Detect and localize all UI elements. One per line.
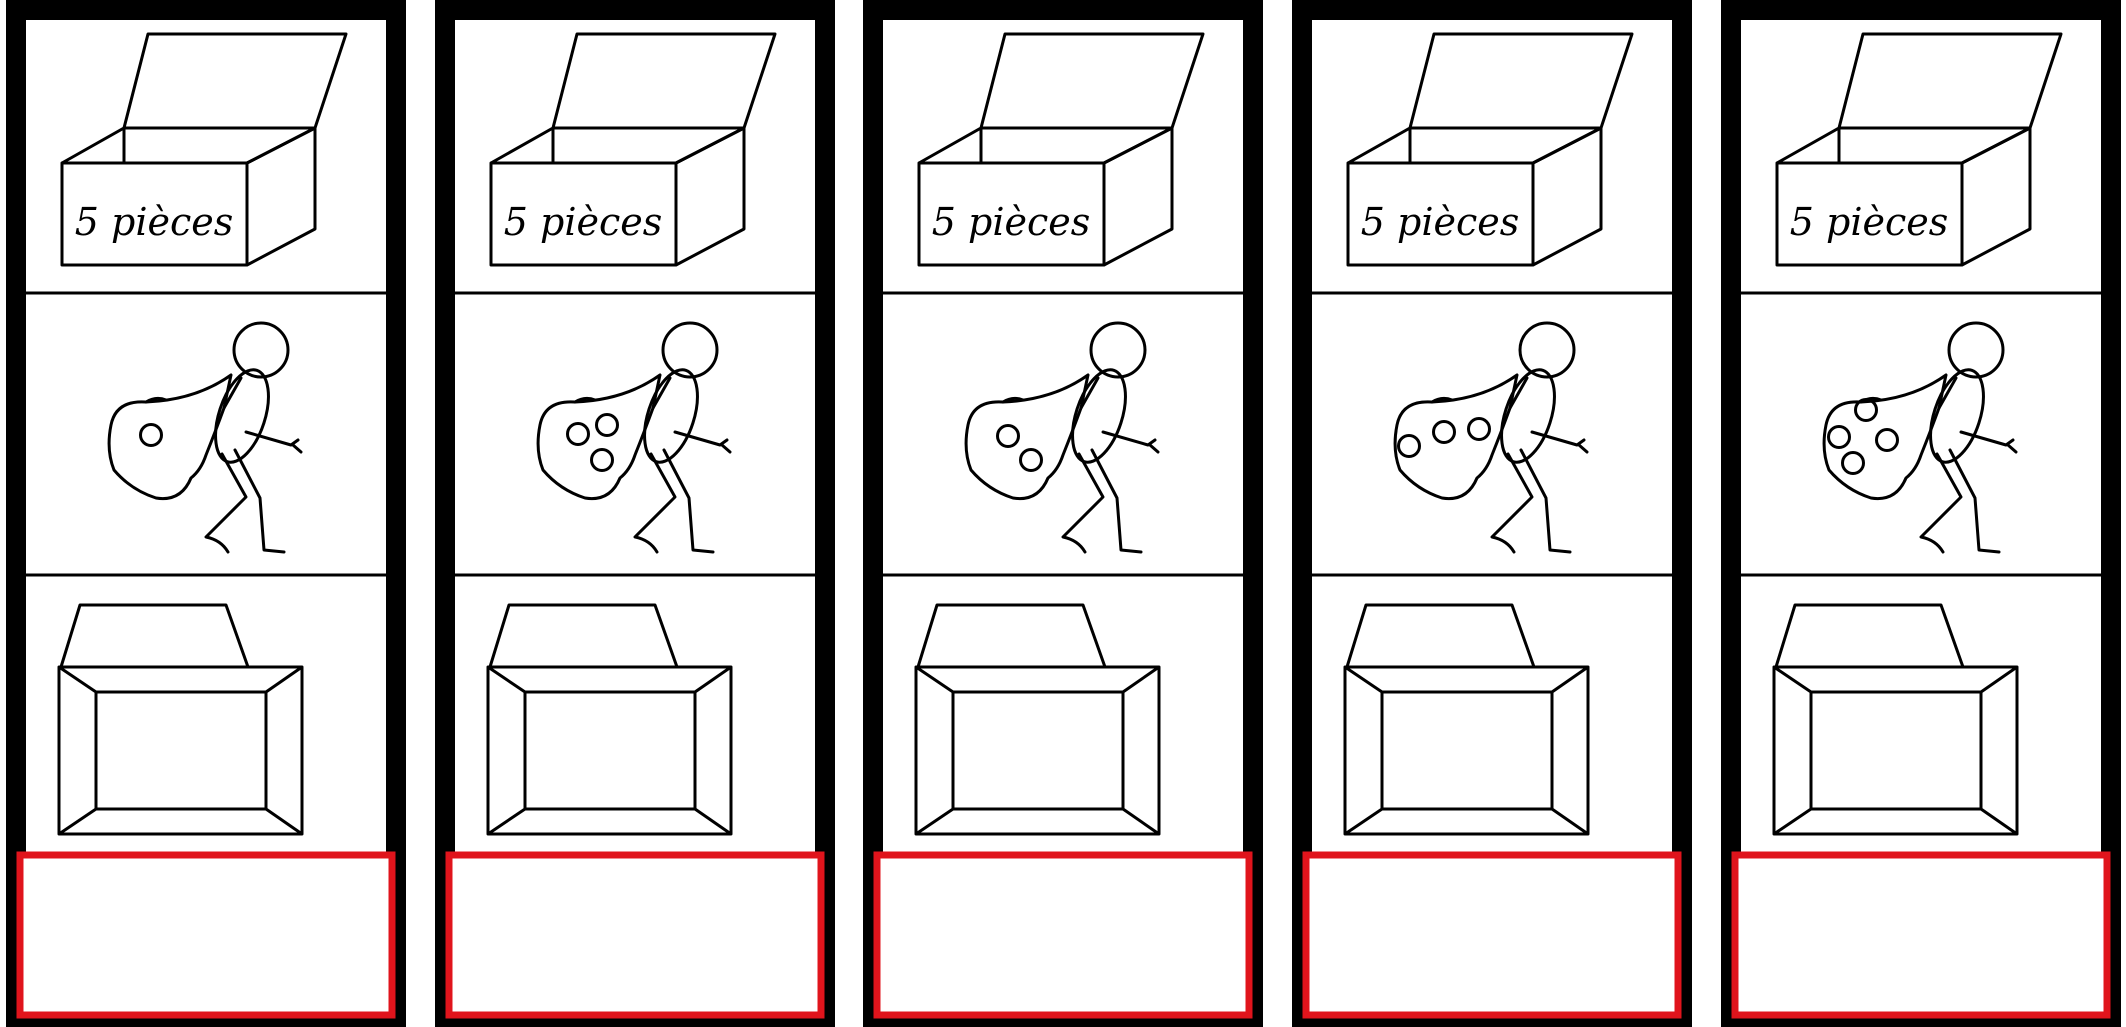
coin-icon bbox=[1829, 427, 1850, 448]
answer-box[interactable] bbox=[1735, 855, 2107, 1015]
coin-icon bbox=[592, 450, 613, 471]
coin-icon bbox=[998, 426, 1019, 447]
answer-box[interactable] bbox=[877, 855, 1249, 1015]
answer-box[interactable] bbox=[1306, 855, 1678, 1015]
coin-icon bbox=[568, 424, 589, 445]
coin-icon bbox=[1399, 436, 1420, 457]
person-with-bag-icon bbox=[109, 323, 301, 552]
answer-box[interactable] bbox=[449, 855, 821, 1015]
strip-drawing: 5 pièces bbox=[6, 0, 406, 1027]
person-with-bag-icon bbox=[1824, 323, 2016, 552]
coin-icon bbox=[141, 425, 162, 446]
coin-icon bbox=[1434, 422, 1455, 443]
box-label: 5 pièces bbox=[1361, 200, 1520, 244]
strip-1: 5 pièces bbox=[6, 0, 406, 1027]
box-label: 5 pièces bbox=[75, 200, 234, 244]
box-label: 5 pièces bbox=[932, 200, 1091, 244]
strip-2: 5 pièces bbox=[435, 0, 835, 1027]
closed-box-icon bbox=[488, 605, 731, 834]
strip-3: 5 pièces bbox=[863, 0, 1263, 1027]
strip-4: 5 pièces bbox=[1292, 0, 1692, 1027]
closed-box-icon bbox=[1774, 605, 2017, 834]
strip-drawing: 5 pièces bbox=[1721, 0, 2121, 1027]
coin-icon bbox=[1021, 450, 1042, 471]
coin-icon bbox=[597, 415, 618, 436]
answer-box[interactable] bbox=[20, 855, 392, 1015]
strip-drawing: 5 pièces bbox=[1292, 0, 1692, 1027]
box-label: 5 pièces bbox=[504, 200, 663, 244]
strip-drawing: 5 pièces bbox=[435, 0, 835, 1027]
box-label: 5 pièces bbox=[1790, 200, 1949, 244]
person-with-bag-icon bbox=[538, 323, 730, 552]
closed-box-icon bbox=[916, 605, 1159, 834]
coin-icon bbox=[1843, 453, 1864, 474]
strip-5: 5 pièces bbox=[1721, 0, 2121, 1027]
closed-box-icon bbox=[1345, 605, 1588, 834]
person-with-bag-icon bbox=[1395, 323, 1587, 552]
coin-icon bbox=[1877, 430, 1898, 451]
strip-drawing: 5 pièces bbox=[863, 0, 1263, 1027]
coin-icon bbox=[1469, 419, 1490, 440]
person-with-bag-icon bbox=[966, 323, 1158, 552]
closed-box-icon bbox=[59, 605, 302, 834]
